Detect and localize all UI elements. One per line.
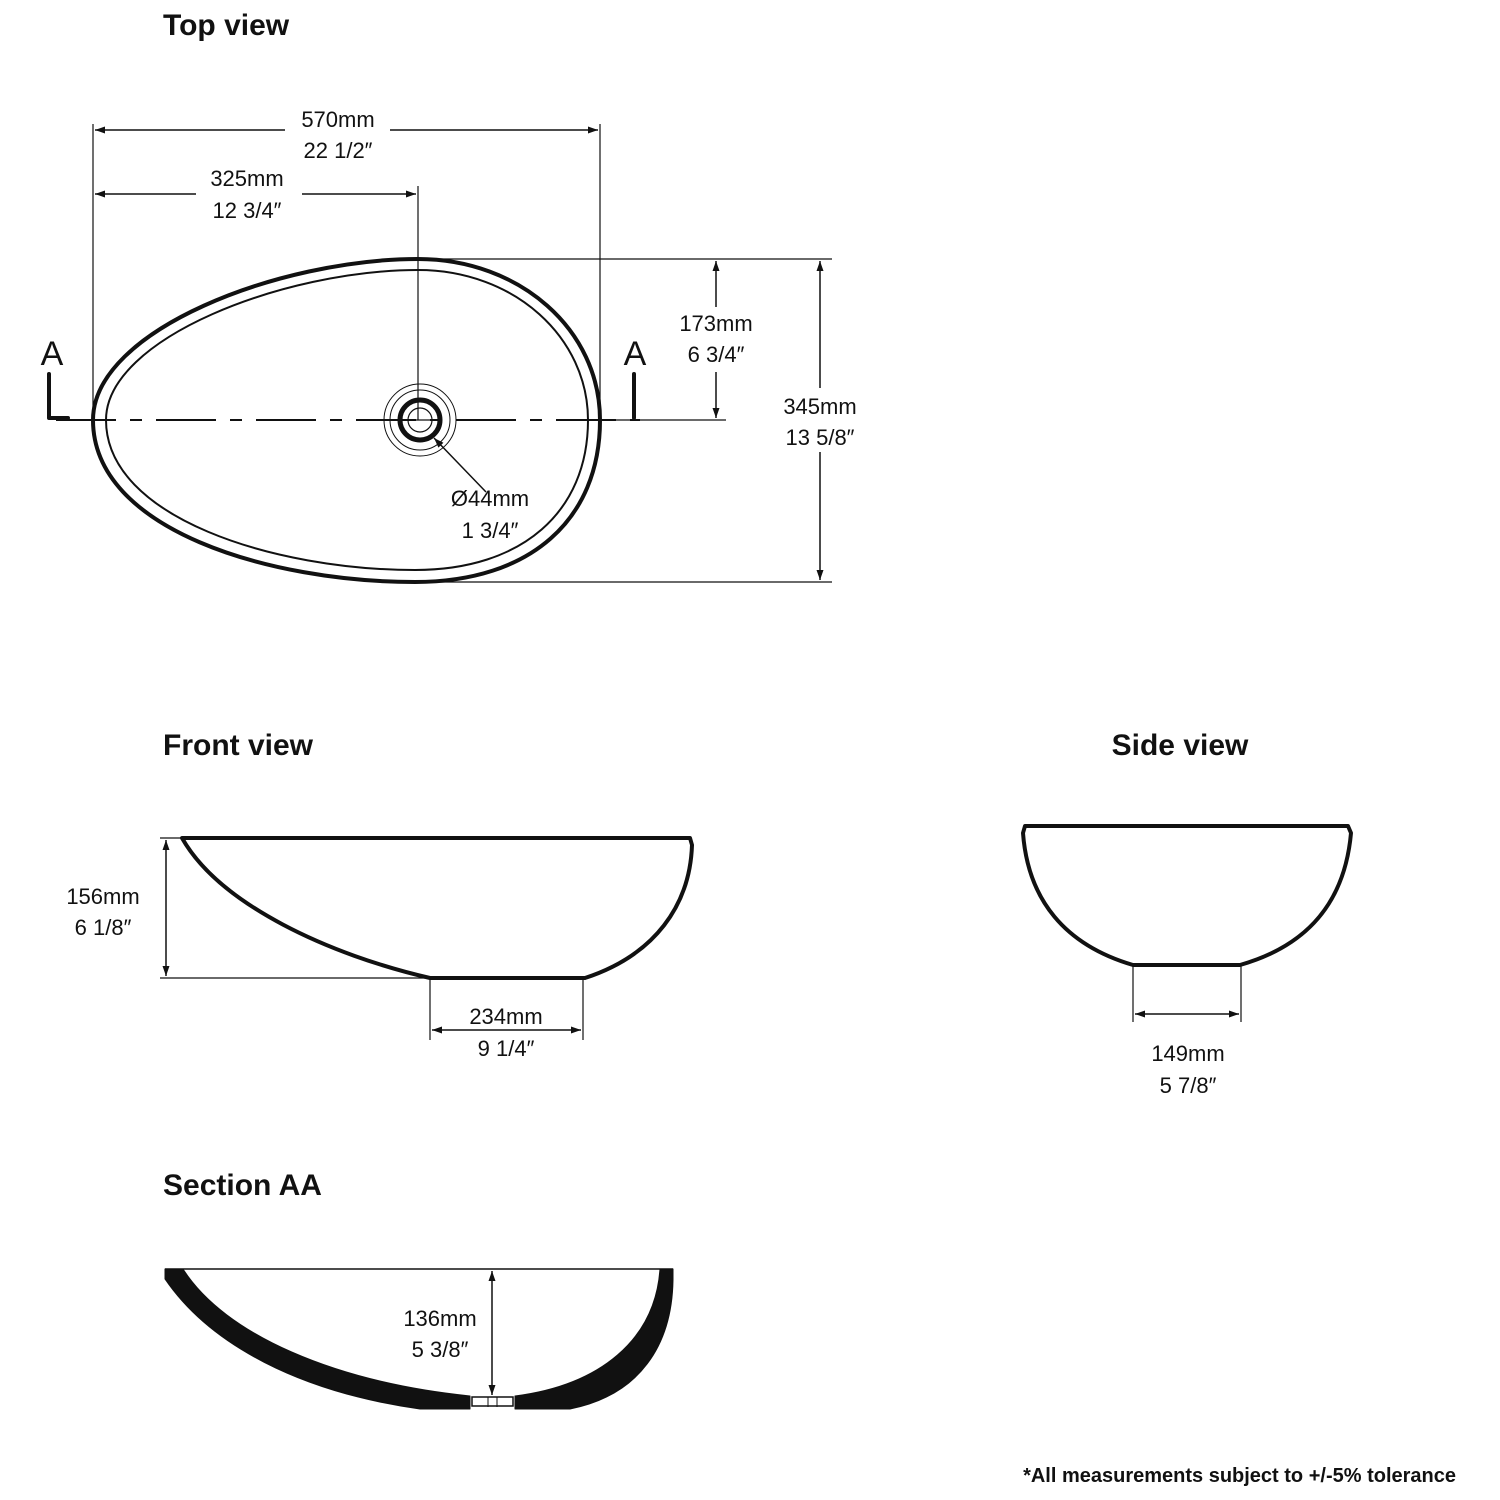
front-view-outline — [180, 836, 694, 980]
dim-149-in: 5 7/8″ — [1160, 1073, 1217, 1098]
side-view: Side view 149mm 5 7/8″ — [1021, 729, 1353, 1098]
section-aa: Section AA 136mm 5 3/8″ — [163, 1169, 674, 1410]
section-label-left: A — [41, 335, 64, 373]
section-wall-left — [164, 1268, 471, 1410]
dim-325-mm: 325mm — [210, 166, 283, 191]
tolerance-footnote: *All measurements subject to +/-5% toler… — [1023, 1465, 1456, 1487]
section-marker-left — [47, 372, 70, 420]
drain-icon — [383, 383, 457, 457]
dim-173-mm: 173mm — [679, 311, 752, 336]
front-view-title: Front view — [163, 729, 314, 762]
dim-drain-in: 1 3/4″ — [462, 518, 519, 543]
dim-345-mm: 345mm — [783, 394, 856, 419]
dim-234-mm: 234mm — [469, 1004, 542, 1029]
top-view: Top view 570mm 22 1/2″ 325mm 12 3/4″ 173… — [41, 9, 857, 584]
dim-drain-mm: Ø44mm — [451, 486, 529, 511]
side-view-title: Side view — [1112, 729, 1249, 762]
dim-570-in: 22 1/2″ — [304, 138, 373, 163]
dim-149-mm: 149mm — [1151, 1041, 1224, 1066]
section-aa-title: Section AA — [163, 1169, 322, 1202]
section-label-right: A — [624, 335, 647, 373]
section-wall-right — [514, 1268, 674, 1410]
dim-136-in: 5 3/8″ — [412, 1337, 469, 1362]
dim-156-in: 6 1/8″ — [75, 915, 132, 940]
dim-156-mm: 156mm — [66, 884, 139, 909]
dim-234-in: 9 1/4″ — [478, 1036, 535, 1061]
drain-leader — [433, 437, 487, 493]
dim-345-in: 13 5/8″ — [786, 425, 855, 450]
top-view-title: Top view — [163, 9, 290, 42]
dim-136-mm: 136mm — [403, 1306, 476, 1331]
side-view-outline — [1021, 824, 1353, 967]
dim-570-mm: 570mm — [301, 107, 374, 132]
front-view: Front view 156mm 6 1/8″ 234mm 9 1/4″ — [66, 729, 694, 1061]
dim-325-in: 12 3/4″ — [213, 198, 282, 223]
dim-173-in: 6 3/4″ — [688, 342, 745, 367]
section-drain-opening — [471, 1396, 514, 1407]
